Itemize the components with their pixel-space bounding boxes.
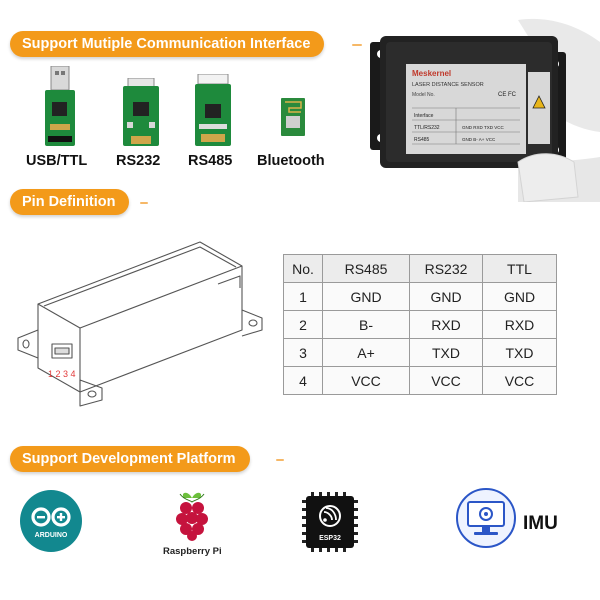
interface-label-bluetooth: Bluetooth	[257, 153, 325, 169]
table-cell: TXD	[409, 338, 483, 367]
table-cell: TXD	[482, 338, 557, 367]
table-cell: GND	[409, 282, 483, 311]
table-cell: GND	[482, 282, 557, 311]
sensor-model: Model No.	[412, 92, 435, 98]
interface-label-rs232: RS232	[116, 153, 161, 169]
table-row: 2 B- RXD RXD	[283, 310, 557, 339]
bluetooth-module-icon	[281, 98, 305, 136]
table-cell: VCC	[322, 366, 410, 395]
esp32-chip-icon: ESP32	[302, 492, 358, 552]
sensor-ttl-pins: GND RXD TXD VCC	[462, 125, 504, 130]
table-header-row: No. RS485 RS232 TTL	[283, 254, 557, 283]
sensor-rs485-row: RS485	[414, 137, 430, 143]
arduino-logo-text: ARDUINO	[35, 532, 68, 539]
interface-label-usb-ttl: USB/TTL	[26, 153, 88, 169]
platform-banner: Support Development Platform	[10, 446, 250, 472]
sensor-ttl-row: TTL/RS232	[414, 125, 440, 131]
table-cell: 1	[283, 282, 323, 311]
table-row: 3 A+ TXD TXD	[283, 338, 557, 367]
table-cell: VCC	[482, 366, 557, 395]
sensor-ce-mark: CE FC	[498, 92, 517, 98]
pin-definition-banner: Pin Definition	[10, 189, 130, 215]
table-cell: A+	[322, 338, 410, 367]
pin-definition-table: No. RS485 RS232 TTL 1 GND GND GND 2 B- R…	[283, 254, 557, 395]
header-ttl: TTL	[482, 254, 557, 283]
table-cell: VCC	[409, 366, 483, 395]
raspberry-pi-logo-icon	[176, 492, 208, 541]
usb-ttl-module-icon	[45, 66, 75, 146]
table-cell: RXD	[409, 310, 483, 339]
table-cell: 4	[283, 366, 323, 395]
table-row: 4 VCC VCC VCC	[283, 366, 557, 395]
sensor-interface-row: Interface	[414, 113, 434, 119]
banner-tail-line	[140, 202, 148, 204]
banner-tail-line	[352, 44, 362, 46]
rs232-module-icon	[123, 78, 159, 146]
esp32-chip-text: ESP32	[319, 535, 341, 542]
communication-banner: Support Mutiple Communication Interface	[10, 31, 325, 57]
header-rs232: RS232	[409, 254, 483, 283]
interface-label-rs485: RS485	[188, 153, 233, 169]
rs485-module-icon	[195, 74, 231, 146]
header-rs485: RS485	[322, 254, 410, 283]
table-row: 1 GND GND GND	[283, 282, 557, 311]
sensor-rs485-pins: GND B- A+ VCC	[462, 137, 496, 142]
table-cell: RXD	[482, 310, 557, 339]
raspberry-pi-label: Raspberry Pi	[163, 546, 222, 557]
imu-monitor-icon	[456, 488, 516, 548]
table-cell: GND	[322, 282, 410, 311]
enclosure-line-drawing: 1 2 3 4	[17, 241, 263, 407]
table-cell: 3	[283, 338, 323, 367]
imu-label: IMU	[523, 513, 558, 534]
header-no: No.	[283, 254, 323, 283]
sensor-product-photo: Meskernel LASER DISTANCE SENSOR Model No…	[370, 18, 600, 202]
banner-tail-line	[276, 459, 284, 461]
connector-pin-numbers: 1 2 3 4	[48, 369, 76, 379]
sensor-title: LASER DISTANCE SENSOR	[412, 82, 484, 88]
table-cell: 2	[283, 310, 323, 339]
table-cell: B-	[322, 310, 410, 339]
sensor-brand: Meskernel	[412, 69, 451, 78]
arduino-logo-icon: ARDUINO	[20, 490, 82, 552]
